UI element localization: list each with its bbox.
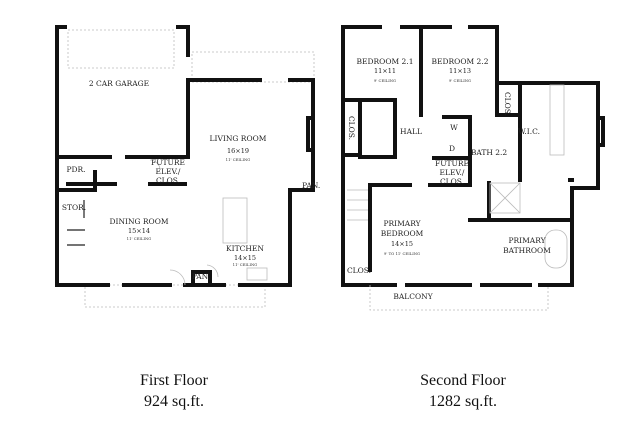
- room-label-pantry-2: PAN.: [302, 181, 320, 190]
- room-label-balcony: BALCONY: [393, 292, 433, 301]
- front-porch-outline: [84, 284, 266, 308]
- wic-island: [549, 84, 565, 156]
- ceiling-bedroom-2-1: 9' CEILING: [374, 78, 396, 83]
- room-size-living: 16×19: [227, 147, 249, 155]
- room-label-storage: STOR.: [62, 203, 86, 212]
- room-label-future-elev: FUTURE: [151, 158, 185, 167]
- first-floor-area: 924 sq.ft.: [144, 393, 204, 410]
- ceiling-kitchen: 11' CEILING: [233, 262, 258, 267]
- room-label-future-elev-3: CLOS.: [156, 176, 180, 185]
- shower: [489, 182, 521, 214]
- washer-label: W: [450, 123, 458, 132]
- ceiling-dining: 11' CEILING: [127, 236, 152, 241]
- room-label-primary-bedroom: PRIMARY: [383, 219, 421, 228]
- room-size-dining: 15×14: [128, 227, 150, 235]
- room-label-future-elev-upper-2: ELEV./: [440, 168, 465, 177]
- second-floor-plan: BEDROOM 2.1 11×11 9' CEILING BEDROOM 2.2…: [341, 25, 605, 311]
- room-label-primary-bedroom-2: BEDROOM: [381, 229, 424, 238]
- room-label-future-elev-2: ELEV./: [156, 167, 181, 176]
- door-swings: [149, 159, 219, 286]
- range: [246, 267, 268, 281]
- first-floor-walls: [55, 25, 315, 287]
- first-floor-wall-details: [191, 116, 315, 287]
- room-label-powder: PDR.: [66, 165, 85, 174]
- second-floor-wall-details: [432, 116, 605, 160]
- room-label-closet-bottom: CLOS.: [347, 266, 371, 275]
- bathtub: [544, 229, 568, 269]
- room-size-primary-bedroom: 14×15: [391, 240, 413, 248]
- dryer-label: D: [449, 144, 455, 153]
- ceiling-bedroom-2-2: 9' CEILING: [449, 78, 471, 83]
- room-label-wic: W.I.C.: [518, 127, 540, 136]
- room-label-bedroom-2-2: BEDROOM 2.2: [432, 57, 489, 66]
- room-label-hall: HALL: [400, 127, 422, 136]
- garage-door-outline: [67, 29, 175, 69]
- room-label-kitchen: KITCHEN: [226, 244, 264, 253]
- room-label-future-elev-upper-3: CLOS.: [440, 177, 464, 186]
- first-floor-caption: First Floor: [140, 372, 209, 389]
- stair-lines: [67, 200, 85, 246]
- room-label-closet-right: CLOS.: [503, 92, 512, 116]
- room-label-dining: DINING ROOM: [109, 217, 168, 226]
- room-label-pantry: PAN.: [192, 272, 210, 281]
- room-label-primary-bathroom-2: BATHROOM: [503, 246, 551, 255]
- room-size-bedroom-2-1: 11×11: [374, 67, 396, 75]
- room-label-primary-bathroom: PRIMARY: [508, 236, 546, 245]
- balcony-railing: [369, 285, 549, 311]
- room-label-bedroom-2-1: BEDROOM 2.1: [357, 57, 414, 66]
- porch-outline: [191, 51, 315, 83]
- room-label-living: LIVING ROOM: [210, 134, 267, 143]
- ceiling-living: 11' CEILING: [226, 157, 251, 162]
- ceiling-primary-bedroom: 9' TO 11' CEILING: [384, 251, 420, 256]
- stairs: [347, 189, 368, 221]
- first-floor-plan: 2 CAR GARAGE LIVING ROOM 16×19 11' CEILI…: [55, 25, 320, 308]
- second-floor-area: 1282 sq.ft.: [429, 393, 497, 410]
- room-size-kitchen: 14×15: [234, 254, 256, 262]
- room-label-bath-2-2: BATH 2.2: [471, 148, 508, 157]
- room-label-garage: 2 CAR GARAGE: [89, 79, 149, 88]
- shower-drain-lines: [489, 182, 521, 214]
- room-label-closet-left: CLOS.: [347, 116, 356, 140]
- room-size-bedroom-2-2: 11×13: [449, 67, 471, 75]
- kitchen-island: [222, 197, 248, 244]
- second-floor-walls: [341, 25, 600, 287]
- room-label-future-elev-upper: FUTURE: [435, 159, 469, 168]
- second-floor-caption: Second Floor: [420, 372, 506, 389]
